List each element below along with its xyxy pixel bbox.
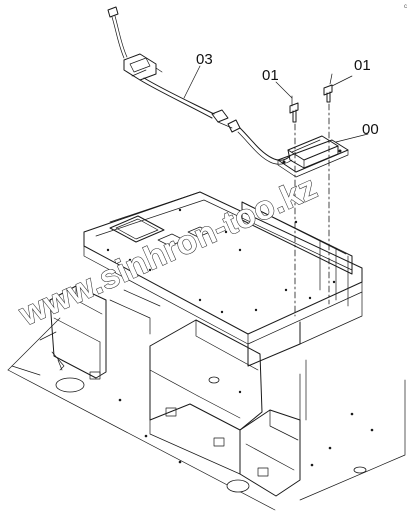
callout-harness: 03 [196,51,213,68]
corner-mark: c [404,4,407,10]
support-frame [83,191,363,367]
right-leg [149,359,307,497]
callout-unit: 00 [362,121,379,138]
control-unit [277,135,349,178]
wire-harness [107,6,293,165]
bolt-left [289,95,299,123]
leader-lines [183,65,369,143]
left-bracket [39,285,161,380]
watermark: www.sinhron-too.kz [13,168,322,333]
center-leg [149,319,263,431]
bolt-right [323,73,333,103]
floor-plate [7,317,406,511]
callout-bolt-left: 01 [262,67,279,84]
callout-bolt-right: 01 [354,57,371,74]
